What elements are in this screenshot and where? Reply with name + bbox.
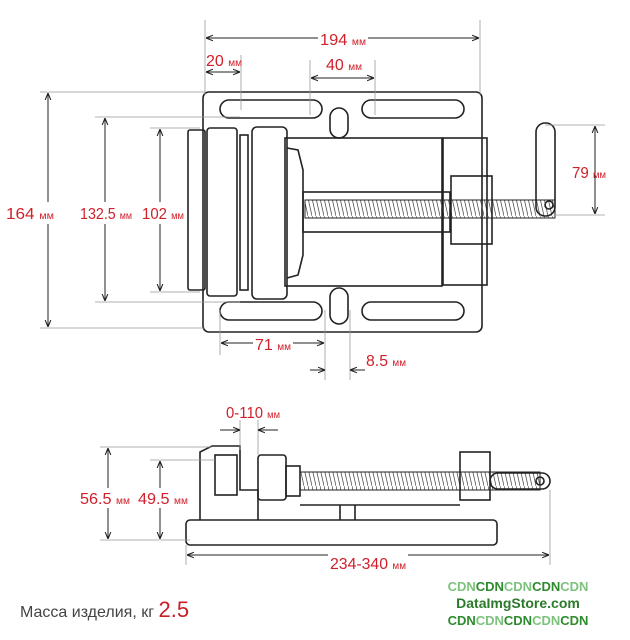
dim-slot-width: 8.5 мм — [366, 353, 406, 370]
dim-jaw-opening: 0-110 мм — [226, 405, 280, 422]
slot — [361, 99, 465, 119]
top-view — [187, 91, 556, 333]
base — [185, 519, 498, 546]
dimension-lines — [40, 20, 605, 380]
slot — [329, 287, 349, 325]
slot — [219, 99, 323, 119]
dim-overall-depth: 164 мм — [6, 206, 54, 223]
dim-slot-offset: 20 мм — [206, 53, 242, 70]
dim-overall-height: 56.5 мм — [80, 491, 130, 508]
lead-screw — [299, 471, 541, 491]
product-mass: Масса изделия, кг 2.5 — [20, 597, 189, 623]
dimension-labels: 194 мм 20 мм 40 мм 79 мм 164 мм 132.5 мм… — [4, 29, 606, 573]
handle — [535, 122, 556, 217]
side-view — [185, 445, 551, 546]
dim-jaw-height: 49.5 мм — [138, 491, 188, 508]
dim-slot-spacing: 40 мм — [326, 57, 362, 74]
slot — [361, 301, 465, 321]
moving-jaw — [257, 454, 287, 501]
handle — [489, 472, 551, 490]
dim-slot-length: 71 мм — [255, 337, 291, 354]
watermark: CDNCDNCDNCDNCDN DataImgStore.com CDNCDNC… — [447, 579, 589, 628]
slot — [219, 301, 323, 321]
dim-overall-width: 194 мм — [320, 32, 366, 49]
dim-jaw-width: 102 мм — [142, 206, 184, 223]
dim-jaw-width-outer: 132.5 мм — [80, 206, 132, 223]
slot — [329, 107, 349, 139]
fixed-jaw — [206, 127, 238, 297]
lead-screw — [304, 199, 556, 219]
dim-overall-length: 234-340 мм — [330, 556, 406, 573]
mass-label: Масса изделия, кг — [20, 604, 155, 621]
moving-jaw — [251, 126, 288, 300]
dim-handle-length: 79 мм — [572, 165, 606, 182]
mass-value: 2.5 — [158, 597, 190, 622]
screw-nut — [450, 175, 493, 245]
